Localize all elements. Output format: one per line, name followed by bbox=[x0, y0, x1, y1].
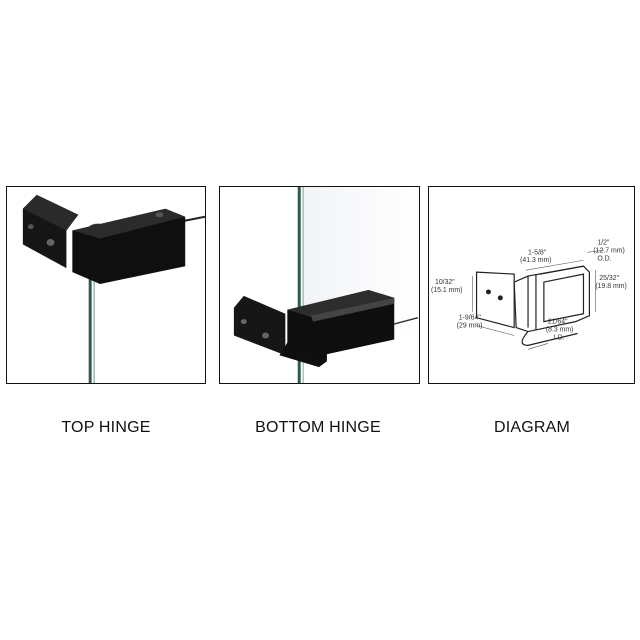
bottom-hinge-illustration bbox=[233, 187, 419, 383]
dim-od-label: O.D. bbox=[597, 255, 611, 262]
top-hinge-caption: TOP HINGE bbox=[61, 419, 151, 436]
dim-plate-height-mm: (15.1 mm) bbox=[431, 287, 462, 294]
dim-id-label: I.D. bbox=[554, 334, 565, 341]
dim-od-fraction: 1/2" bbox=[597, 239, 610, 246]
top-hinge-illustration bbox=[22, 194, 205, 383]
top-hinge-image bbox=[6, 186, 206, 384]
dim-length-mm: (41.3 mm) bbox=[520, 257, 551, 264]
dim-id-mm: (8.3 mm) bbox=[546, 327, 574, 334]
dim-plate-width-mm: (29 mm) bbox=[457, 323, 483, 330]
dim-length-fraction: 1-5/8" bbox=[528, 249, 547, 256]
dim-plate-width-fraction: 1-9/64" bbox=[459, 315, 482, 322]
dim-plate-height-fraction: 10/32" bbox=[435, 279, 455, 286]
dim-height-fraction: 25/32" bbox=[599, 275, 619, 282]
hinge-diagram: 1/2" (12.7 mm) O.D. 1-5/8" (41.3 mm) 10/… bbox=[428, 186, 635, 384]
hinge-dimension-diagram: 1/2" (12.7 mm) O.D. 1-5/8" (41.3 mm) 10/… bbox=[431, 239, 627, 350]
dim-id-fraction: 21/64" bbox=[548, 319, 568, 326]
bottom-hinge-image bbox=[219, 186, 420, 384]
dim-height-mm: (19.8 mm) bbox=[595, 283, 626, 290]
bottom-hinge-caption: BOTTOM HINGE bbox=[255, 419, 381, 436]
dim-od-mm: (12.7 mm) bbox=[593, 247, 624, 254]
diagram-caption: DIAGRAM bbox=[493, 419, 571, 436]
